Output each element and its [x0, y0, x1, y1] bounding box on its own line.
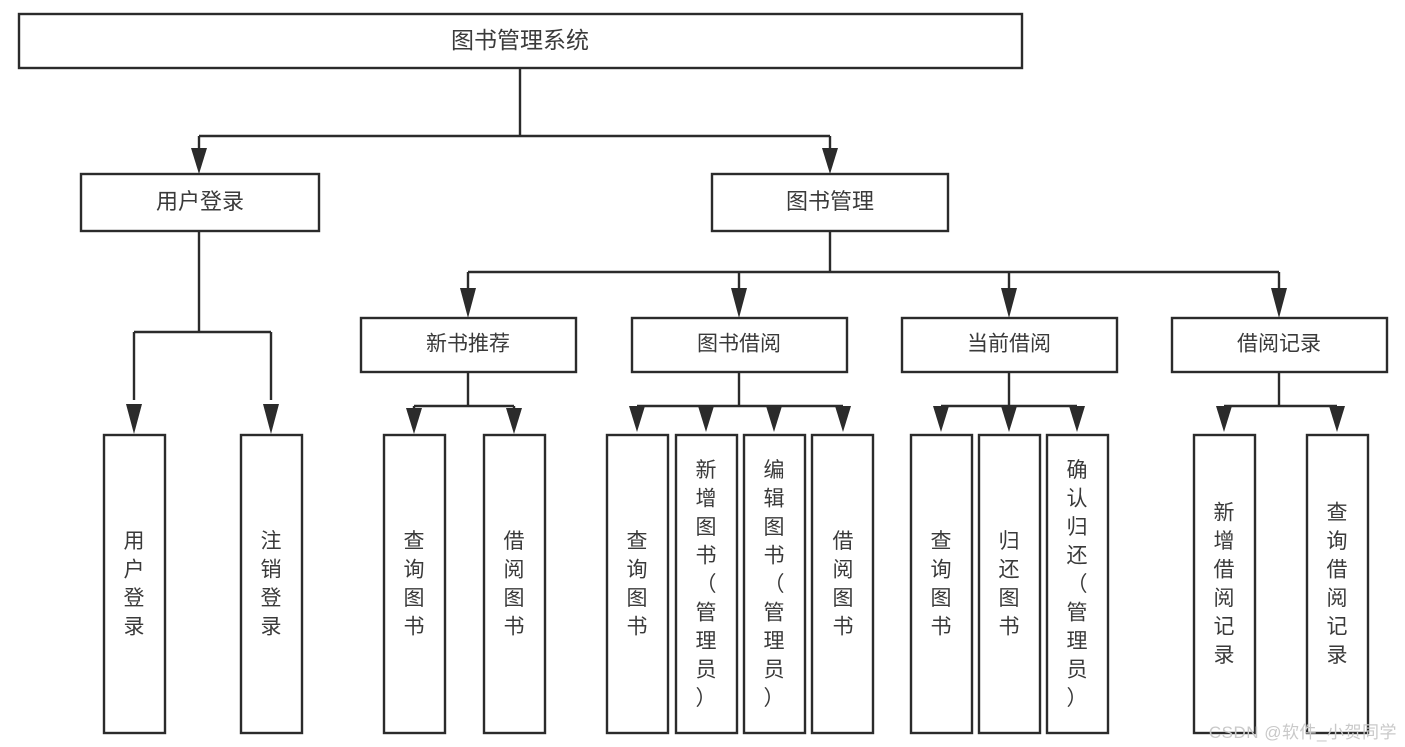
node-new-book-recommend[interactable]: 新书推荐 [359, 316, 578, 374]
arrow-head-leaf-userlogin-1 [126, 404, 142, 434]
leaf-node[interactable]: 注销登录 [239, 433, 304, 735]
node-book-borrow-label: 图书借阅 [697, 333, 781, 356]
leaf-node[interactable]: 查询借阅记录 [1305, 433, 1370, 735]
leaf-return-book-label: 归还图书 [999, 530, 1020, 639]
leaf-query-book-1-box[interactable] [382, 433, 447, 735]
leaf-node[interactable]: 查询图书 [605, 433, 670, 735]
arrow-head-leaf-userlogin-2 [263, 404, 279, 434]
leaf-node[interactable]: 查询图书 [909, 433, 974, 735]
node-user-login-box[interactable] [79, 172, 321, 233]
leaf-node[interactable]: 借阅图书 [482, 433, 547, 735]
leaf-borrow-book-2-box[interactable] [810, 433, 875, 735]
leaf-node[interactable]: 编辑图书（管理员） [742, 433, 807, 735]
arrow-head-bookmgmt [822, 148, 838, 174]
arrow-head-leaf-currentborrow-3 [1069, 406, 1085, 432]
node-current-borrow-box[interactable] [900, 316, 1119, 374]
node-book-management-box[interactable] [710, 172, 950, 233]
node-root-label: 图书管理系统 [451, 27, 589, 53]
csdn-watermark: CSDN @软件_小贺同学 [1208, 723, 1397, 742]
node-new-book-recommend-label: 新书推荐 [426, 333, 510, 356]
arrow-head-leaf-currentborrow-2 [1001, 406, 1017, 432]
node-borrow-record[interactable]: 借阅记录 [1170, 316, 1389, 374]
node-book-management-label: 图书管理 [786, 189, 874, 214]
node-current-borrow[interactable]: 当前借阅 [900, 316, 1119, 374]
leaf-borrow-book-1-box[interactable] [482, 433, 547, 735]
leaf-query-book-1-label: 查询图书 [404, 530, 425, 639]
arrow-head-leaf-bookborrow-4 [835, 406, 851, 432]
leaf-node[interactable]: 借阅图书 [810, 433, 875, 735]
arrow-head-leaf-bookborrow-2 [698, 406, 714, 432]
leaf-node[interactable]: 确认归还（管理员） [1045, 433, 1110, 735]
arrow-head-leaf-currentborrow-1 [933, 406, 949, 432]
arrow-head-leaf-bookborrow-1 [629, 406, 645, 432]
node-book-management[interactable]: 图书管理 [710, 172, 950, 233]
arrow-head-leaf-newbook-2 [506, 408, 522, 434]
leaf-user-login-label: 用户登录 [124, 530, 145, 639]
leaf-return-book-box[interactable] [977, 433, 1042, 735]
arrow-head-userlogin [191, 148, 207, 174]
leaf-add-book-box[interactable] [674, 433, 739, 735]
node-new-book-recommend-box[interactable] [359, 316, 578, 374]
node-root[interactable]: 图书管理系统 [17, 12, 1024, 70]
node-book-borrow-box[interactable] [630, 316, 849, 374]
node-user-login-label: 用户登录 [156, 189, 244, 214]
leaf-borrow-book-2-label: 借阅图书 [833, 530, 854, 639]
leaf-logout-box[interactable] [239, 433, 304, 735]
leaf-borrow-book-1-label: 借阅图书 [504, 530, 525, 639]
leaf-logout-label: 注销登录 [261, 530, 282, 639]
leaf-add-borrow-record-box[interactable] [1192, 433, 1257, 735]
leaf-query-borrow-record-box[interactable] [1305, 433, 1370, 735]
arrow-head-newbook [460, 288, 476, 318]
arrow-head-bookborrow [731, 288, 747, 318]
node-user-login[interactable]: 用户登录 [79, 172, 321, 233]
arrow-head-leaf-newbook-1 [406, 408, 422, 434]
leaf-node[interactable]: 查询图书 [382, 433, 447, 735]
node-root-box[interactable] [17, 12, 1024, 70]
leaf-node[interactable]: 新增借阅记录 [1192, 433, 1257, 735]
arrow-head-leaf-borrowrecord-2 [1329, 406, 1345, 432]
leaf-query-book-3-box[interactable] [909, 433, 974, 735]
leaf-add-book-label: 新增图书（管理员） [696, 459, 717, 710]
leaf-confirm-return-box[interactable] [1045, 433, 1110, 735]
node-borrow-record-label: 借阅记录 [1237, 333, 1321, 356]
node-book-borrow[interactable]: 图书借阅 [630, 316, 849, 374]
leaf-node[interactable]: 用户登录 [102, 433, 167, 735]
node-current-borrow-label: 当前借阅 [967, 333, 1051, 356]
leaf-node[interactable]: 新增图书（管理员） [674, 433, 739, 735]
leaf-edit-book-box[interactable] [742, 433, 807, 735]
arrow-head-leaf-bookborrow-3 [766, 406, 782, 432]
connector-layer [126, 68, 1345, 434]
node-borrow-record-box[interactable] [1170, 316, 1389, 374]
leaf-user-login-box[interactable] [102, 433, 167, 735]
arrow-head-leaf-borrowrecord-1 [1216, 406, 1232, 432]
leaf-query-book-2-label: 查询图书 [627, 530, 648, 639]
leaf-confirm-return-label: 确认归还（管理员） [1067, 459, 1088, 710]
leaf-query-book-2-box[interactable] [605, 433, 670, 735]
leaf-edit-book-label: 编辑图书（管理员） [764, 459, 785, 710]
leaf-add-borrow-record-label: 新增借阅记录 [1214, 502, 1235, 668]
leaf-query-book-3-label: 查询图书 [931, 530, 952, 639]
leaf-query-borrow-record-label: 查询借阅记录 [1327, 502, 1348, 668]
leaf-node[interactable]: 归还图书 [977, 433, 1042, 735]
arrow-head-currentborrow [1001, 288, 1017, 318]
arrow-head-borrowrecord [1271, 288, 1287, 318]
